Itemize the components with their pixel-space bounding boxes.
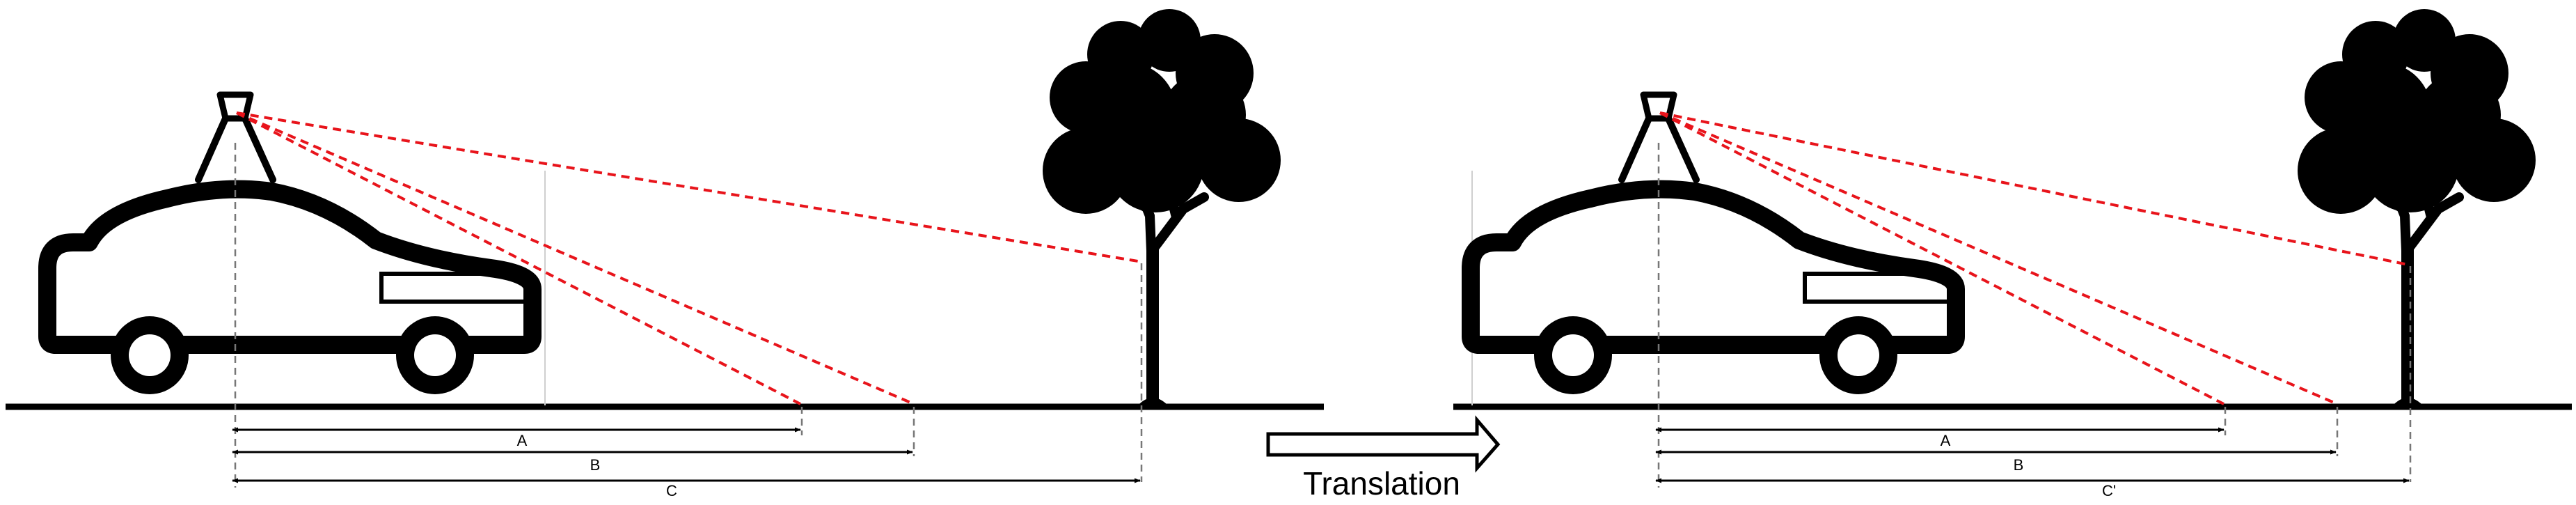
scene-after: A B C'	[1453, 9, 2572, 499]
dimension-arrows	[232, 427, 1141, 483]
translation-label: Translation	[1303, 465, 1460, 502]
lidar-sensor-icon	[1618, 91, 1700, 183]
dimension-c-label: C	[666, 482, 677, 499]
car-icon	[38, 180, 542, 394]
arrow-right-icon	[1266, 415, 1501, 473]
dimension-a-label: A	[517, 432, 528, 449]
scene-before: A B C	[6, 9, 1324, 499]
dimension-c-prime-label: C'	[2102, 482, 2116, 499]
dimension-b-label: B	[2014, 456, 2024, 474]
dimension-a-label: A	[1941, 432, 1951, 449]
laser-rays	[236, 111, 1139, 405]
tree-icon	[1043, 9, 1281, 407]
measure-guides	[234, 143, 1143, 488]
laser-rays	[1659, 111, 2409, 405]
lidar-sensor-icon	[195, 91, 276, 183]
car-icon	[1462, 180, 1965, 394]
dimension-b-label: B	[590, 456, 601, 474]
measure-guides	[1657, 143, 2412, 488]
translation-transition: Translation	[1266, 415, 1501, 502]
tree-icon	[2298, 9, 2536, 407]
dimension-arrows	[1655, 427, 2410, 483]
